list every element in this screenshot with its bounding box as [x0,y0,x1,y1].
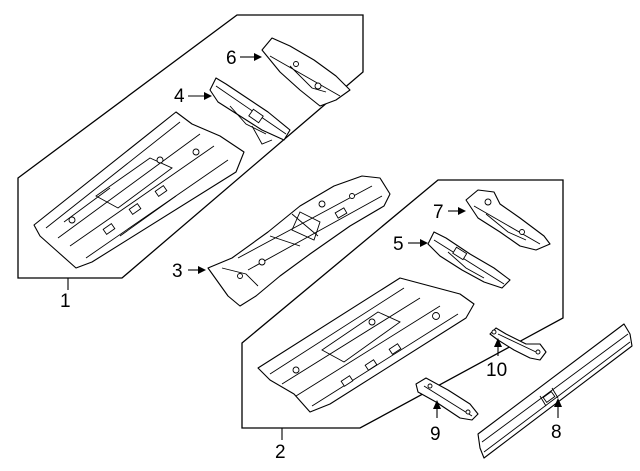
crossmember-part-6 [261,37,351,107]
side-rail-part-8 [477,323,633,459]
callout-2-label: 2 [275,442,286,463]
callout-10-label: 10 [486,360,507,381]
callout-4-arrow [204,92,212,100]
callout-9-label: 9 [430,424,441,445]
crossmember-part-7 [465,189,551,251]
callout-8-arrow [554,398,562,407]
floor-tunnel-part-3 [207,175,391,307]
callout-10-arrow [494,338,502,347]
front-floor-pan-1 [33,111,245,269]
brace-part-9 [415,377,479,421]
group-2-outline [241,179,564,429]
callout-6-arrow [254,53,262,61]
assembly-group-2: 2 5 7 [241,179,564,463]
callout-7-label: 7 [433,202,444,223]
crossmember-part-5 [427,231,511,289]
bracket-part-10 [489,327,547,361]
callout-4-label: 4 [174,86,185,107]
assembly-group-1: 1 4 6 [17,14,364,312]
callout-5-arrow [420,239,428,247]
callout-3-arrow [198,266,206,274]
callout-8-label: 8 [551,422,562,443]
callout-5-label: 5 [393,234,404,255]
callout-7-arrow [458,207,466,215]
crossmember-part-4 [209,77,291,145]
callout-1-label: 1 [60,291,71,312]
callout-9-arrow [433,400,441,409]
rear-floor-pan-2 [257,277,475,413]
callout-3-label: 3 [172,261,183,282]
group-1-outline [17,14,364,279]
callout-6-label: 6 [226,48,237,69]
